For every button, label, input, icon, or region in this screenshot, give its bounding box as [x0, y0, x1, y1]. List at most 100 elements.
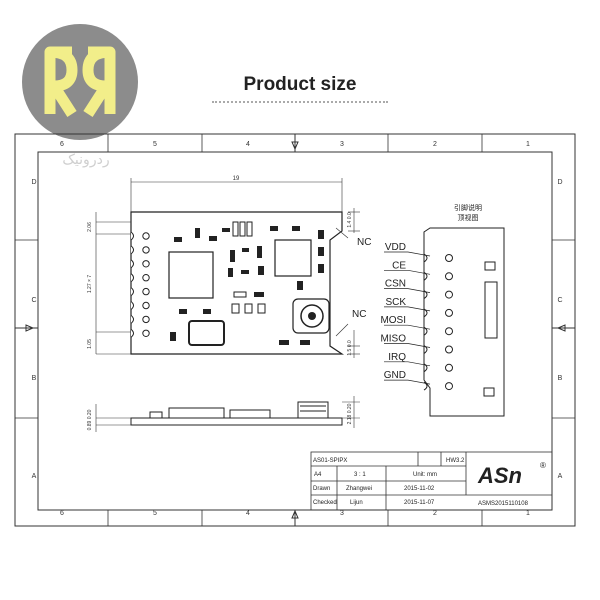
- pin-leader: [407, 269, 431, 275]
- tb-drawn-by: Zhangwei: [346, 486, 372, 492]
- pin-leader: [407, 343, 431, 348]
- page-title: Product size: [243, 74, 357, 95]
- dim-right-bottom: 1.5 0.0: [347, 340, 353, 356]
- row-marker: B: [558, 375, 563, 382]
- pin-castellation: [423, 253, 428, 263]
- tb-unit: Unit: mm: [413, 472, 437, 478]
- tb-checked-label: Checked: [313, 500, 337, 506]
- module-pad: [142, 287, 150, 296]
- pin-leader: [407, 361, 431, 367]
- nc-label-bottom: NC: [352, 309, 366, 320]
- pinout-header-line1: 引脚说明: [454, 203, 482, 212]
- column-marker: 5: [153, 510, 157, 517]
- column-marker: 1: [526, 141, 530, 148]
- pin-pad: [445, 254, 453, 262]
- pin-leader: [407, 306, 431, 312]
- row-marker: D: [557, 179, 562, 186]
- pin-label: SCK: [385, 297, 406, 308]
- tb-hw: HW3.2: [446, 458, 465, 464]
- tb-part: AS01-SPIPX: [313, 458, 347, 464]
- dim-width: 19: [233, 176, 240, 182]
- module-pad: [142, 301, 150, 310]
- brand-watermark-text: ردرونیک: [62, 152, 110, 168]
- row-marker: A: [32, 473, 37, 480]
- tb-scale: 3 : 1: [354, 472, 366, 478]
- pin-pad: [445, 382, 453, 391]
- tb-doc-no: ASMS2015110108: [478, 501, 529, 507]
- company-logo: [22, 24, 138, 140]
- title-underline: [212, 101, 388, 103]
- pin-pad: [445, 327, 453, 336]
- pin-pad: [445, 290, 453, 299]
- asm-logo-mark: ®: [540, 461, 546, 470]
- nc-label-top: NC: [357, 237, 371, 248]
- pin-castellation: [423, 308, 428, 318]
- module-side-view: [130, 401, 343, 426]
- row-marker: B: [32, 375, 37, 382]
- castellation: [130, 315, 134, 324]
- pinout-header-line2: 顶视图: [458, 213, 479, 222]
- module-top-view: [130, 211, 344, 355]
- row-marker: A: [558, 473, 563, 480]
- tb-drawn-date: 2015-11-02: [404, 486, 435, 492]
- tb-size: A4: [314, 472, 322, 478]
- pin-leader: [407, 251, 431, 257]
- pin-leader: [407, 288, 431, 293]
- pin-leader: [407, 324, 431, 330]
- row-marker: C: [557, 297, 562, 304]
- pinout-module-outline: [423, 227, 505, 417]
- dimension-lines: [95, 178, 360, 358]
- dim-top-margin: 2.06: [87, 222, 93, 232]
- castellation: [130, 259, 134, 269]
- tb-checked-date: 2015-11-07: [404, 500, 435, 506]
- module-pad: [142, 274, 150, 282]
- pin-pad: [445, 308, 453, 317]
- title-block: [310, 451, 553, 511]
- pin-label: CSN: [385, 279, 406, 290]
- pin-castellation: [423, 271, 428, 281]
- pin-label: CE: [392, 260, 406, 271]
- row-marker: C: [31, 297, 36, 304]
- module-pad: [142, 315, 150, 324]
- pin-castellation: [423, 290, 428, 300]
- pin-label: MISO: [380, 334, 406, 345]
- dim-side-right: 2.18 0.20: [347, 403, 353, 424]
- asm-logo-text: ASn: [477, 463, 522, 488]
- pin-pad: [445, 272, 453, 281]
- pin-label: MOSI: [380, 315, 406, 326]
- column-marker: 4: [246, 141, 250, 148]
- row-marker: D: [31, 179, 36, 186]
- tb-checked-by: Lijun: [350, 500, 363, 506]
- dim-pitch: 1.27 × 7: [87, 275, 93, 293]
- castellation: [130, 245, 134, 255]
- module-components: [168, 221, 330, 346]
- module-pad: [142, 246, 150, 254]
- column-marker: 4: [246, 510, 250, 517]
- castellation: [130, 287, 134, 296]
- pin-label: GND: [384, 370, 406, 381]
- column-marker: 1: [526, 510, 530, 517]
- pin-pad: [445, 345, 453, 354]
- castellation: [130, 273, 134, 283]
- module-pad: [142, 260, 150, 268]
- pin-castellation: [423, 345, 428, 354]
- column-marker: 6: [60, 510, 64, 517]
- module-pad: [142, 232, 150, 240]
- dim-bottom-margin: 1.05: [87, 339, 93, 349]
- pin-pad: [445, 363, 453, 372]
- castellation: [130, 301, 134, 310]
- column-marker: 5: [153, 141, 157, 148]
- pin-leader: [407, 379, 431, 385]
- column-marker: 3: [340, 141, 344, 148]
- dim-side-left: 0.89 0.20: [87, 409, 93, 430]
- pin-label: VDD: [385, 242, 406, 253]
- dim-right-top: 1.4 0.0: [347, 212, 353, 228]
- column-marker: 2: [433, 141, 437, 148]
- pin-label: IRQ: [388, 352, 406, 363]
- tb-drawn-label: Drawn: [313, 486, 330, 492]
- column-marker: 6: [60, 141, 64, 148]
- pin-castellation: [423, 363, 428, 373]
- castellation: [130, 231, 134, 241]
- logo-letters: [44, 46, 116, 117]
